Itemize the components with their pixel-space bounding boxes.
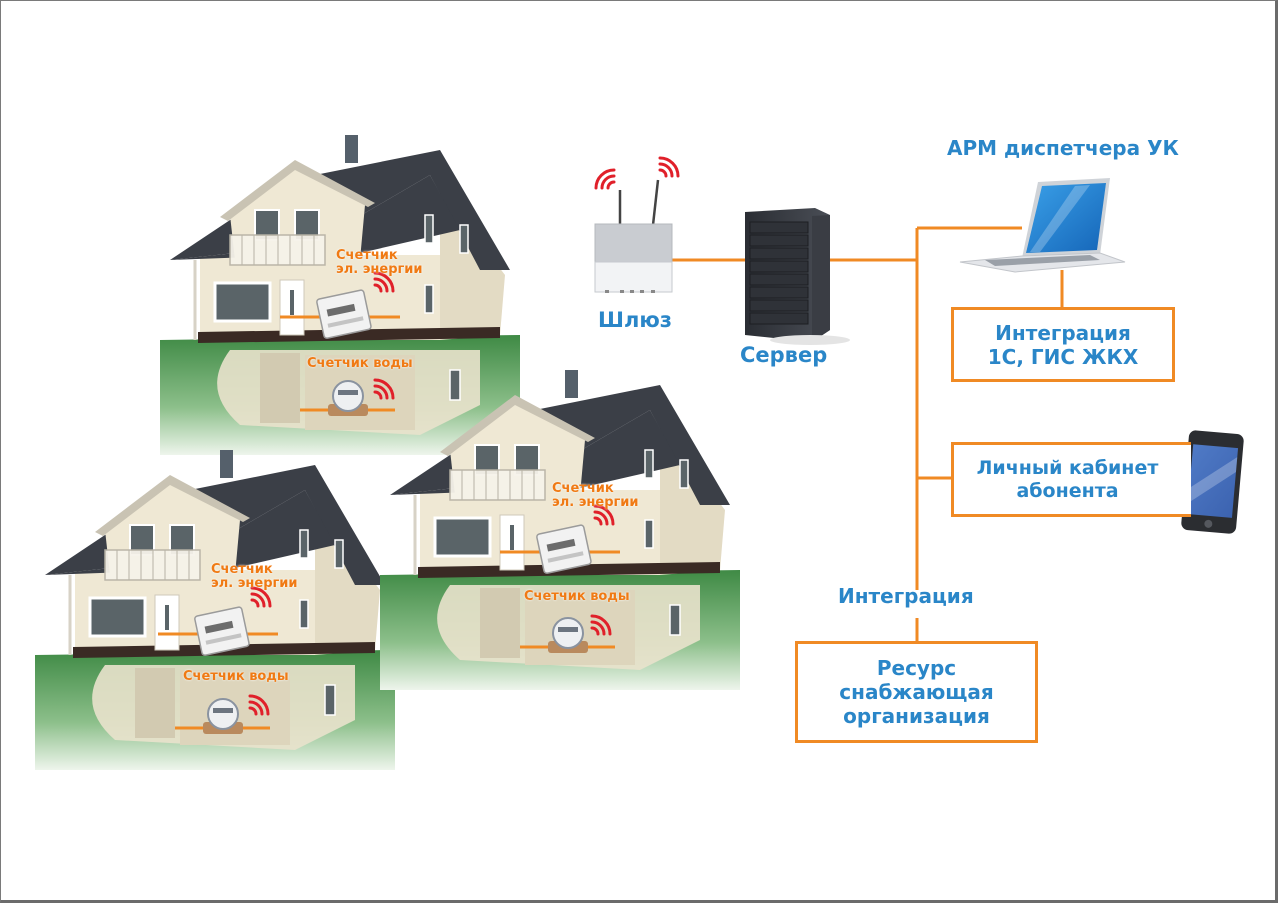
personal-account-line1: Личный кабинет <box>976 456 1159 479</box>
house-2-electric-meter-label: Счетчик эл. энергии <box>211 562 298 592</box>
laptop-icon <box>959 178 1126 273</box>
label-line: Счетчик <box>552 481 614 496</box>
smartphone-icon <box>1181 430 1244 534</box>
workstation-label: АРМ диспетчера УК <box>947 136 1179 160</box>
label-line: Счетчик <box>336 248 398 263</box>
integration-1c-line2: 1С, ГИС ЖКХ <box>987 344 1139 369</box>
personal-account-line2: абонента <box>1016 479 1119 502</box>
integration-1c-line1: Интеграция <box>995 320 1131 345</box>
house-3-water-meter-label: Счетчик воды <box>524 589 630 604</box>
label-line: эл. энергии <box>552 495 639 511</box>
gateway-label: Шлюз <box>598 308 672 332</box>
server-label: Сервер <box>740 343 828 367</box>
gateway-router-icon <box>594 156 680 293</box>
resource-org-box: Ресурс снабжающая организация <box>795 641 1038 743</box>
label-line: Счетчик <box>211 562 273 577</box>
resource-org-line2: снабжающая <box>839 680 994 704</box>
integration-label: Интеграция <box>838 584 974 608</box>
house-1-water-meter-label: Счетчик воды <box>307 356 413 371</box>
house-3-electric-meter-label: Счетчик эл. энергии <box>552 481 639 511</box>
personal-account-box: Личный кабинет абонента <box>951 442 1191 517</box>
integration-1c-box: Интеграция 1С, ГИС ЖКХ <box>951 307 1175 382</box>
label-line: эл. энергии <box>336 262 423 278</box>
resource-org-line3: организация <box>843 704 990 728</box>
connector-lines <box>672 226 1064 642</box>
house-2-water-meter-label: Счетчик воды <box>183 669 289 684</box>
house-1-electric-meter-label: Счетчик эл. энергии <box>336 248 423 278</box>
server-rack-icon <box>745 208 850 345</box>
resource-org-line1: Ресурс <box>876 656 957 680</box>
label-line: эл. энергии <box>211 576 298 592</box>
